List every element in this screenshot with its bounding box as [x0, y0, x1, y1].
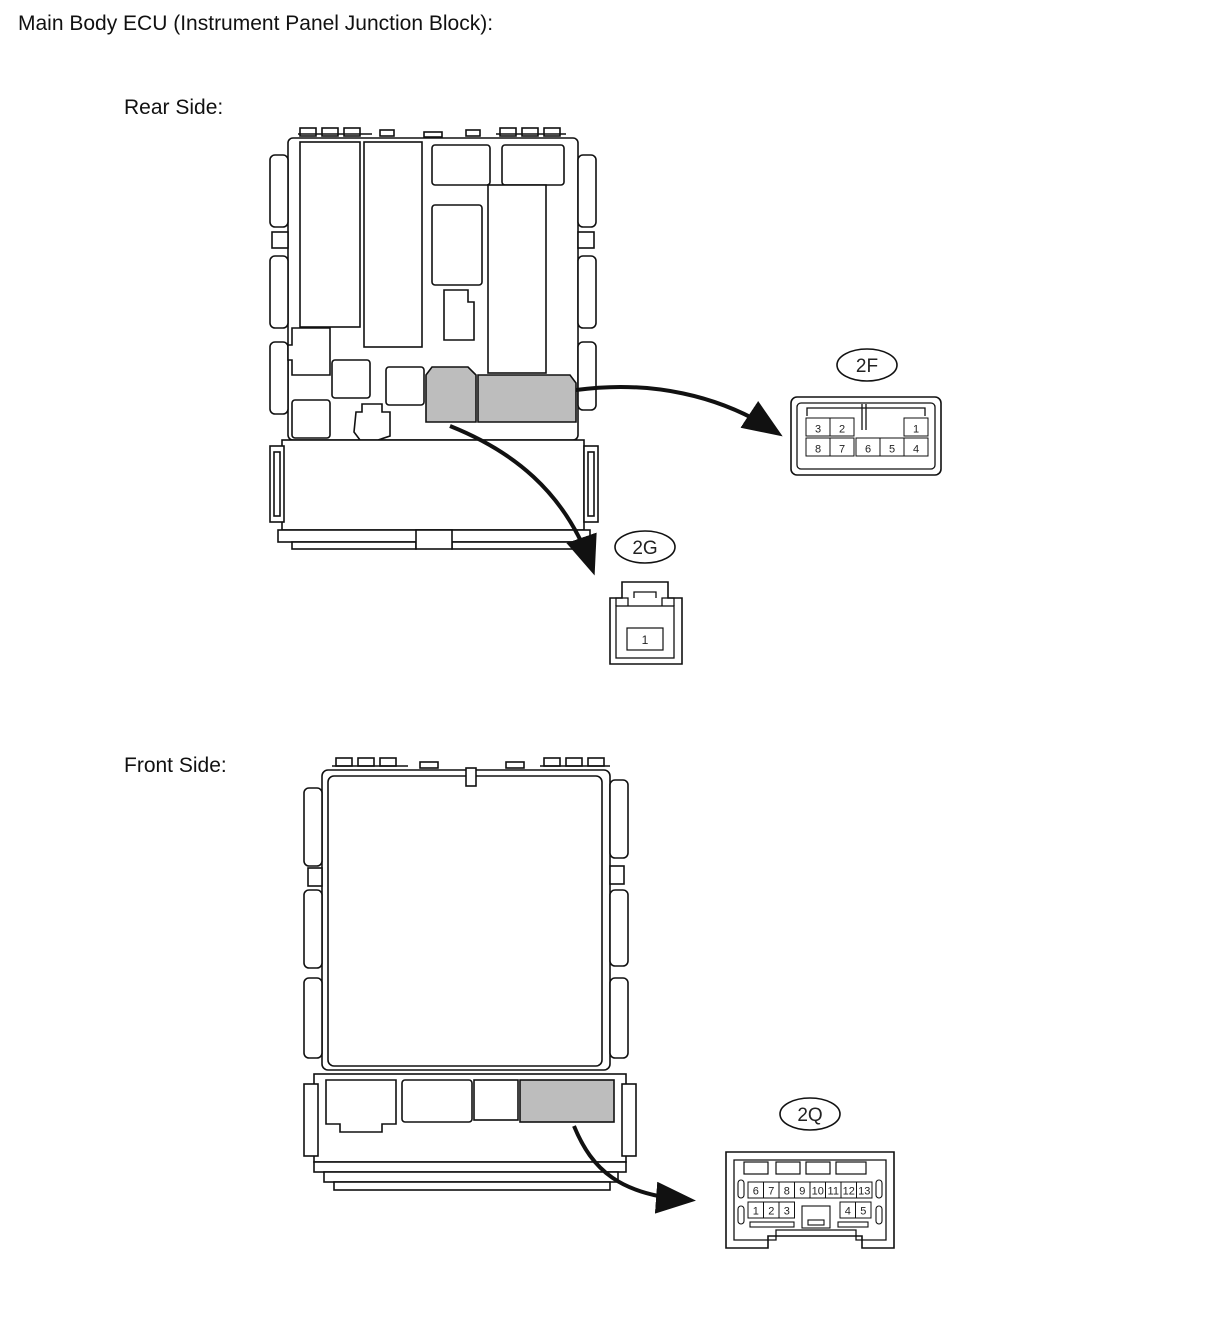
pin-2q-1: 1 — [753, 1206, 759, 1218]
pin-2f-2-cell — [829, 417, 855, 437]
page-title: Main Body ECU (Instrument Panel Junction… — [18, 12, 494, 35]
connector-2f: 2F 3 2 1 8 7 6 5 4 — [790, 348, 942, 476]
arrow-to-2q — [572, 1125, 696, 1214]
pin-2f-7: 7 — [839, 444, 845, 456]
connector-2q-code: 2Q — [797, 1105, 822, 1126]
connector-2f-code: 2F — [856, 356, 878, 377]
pin-2f-4: 4 — [913, 444, 919, 456]
pin-2f-4-cell — [903, 437, 929, 457]
pin-2f-6: 6 — [865, 444, 871, 456]
pin-2q-5-cell — [855, 1201, 872, 1219]
pin-2q-13-cell — [856, 1181, 873, 1199]
pin-2q-3-cell — [778, 1201, 795, 1219]
pin-2q-5: 5 — [860, 1206, 866, 1218]
arrow-to-2g — [449, 424, 597, 576]
pin-2f-7-cell — [829, 437, 855, 457]
pin-2q-13: 13 — [858, 1186, 870, 1198]
rear-side-label: Rear Side: — [124, 96, 224, 119]
pin-2q-8: 8 — [784, 1186, 790, 1198]
connector-2g: 2G 1 — [609, 530, 683, 665]
pin-2q-7: 7 — [768, 1186, 774, 1198]
connector-2g-code: 2G — [632, 538, 657, 559]
pin-2f-5: 5 — [889, 444, 895, 456]
pin-2q-10: 10 — [812, 1186, 824, 1198]
pin-2q-9: 9 — [799, 1186, 805, 1198]
front-side-label: Front Side: — [124, 754, 227, 777]
pin-2q-2: 2 — [768, 1206, 774, 1218]
pin-2q-11: 11 — [828, 1186, 839, 1198]
pin-2q-3: 3 — [784, 1206, 790, 1218]
pin-2q-6: 6 — [753, 1186, 759, 1198]
front-ecu-body — [303, 757, 637, 1191]
arrow-to-2f — [575, 384, 783, 437]
connector-2g-pin: 1 — [642, 633, 649, 647]
pin-2f-1: 1 — [913, 424, 919, 436]
rear-ecu-body — [269, 127, 599, 550]
pin-2q-4: 4 — [845, 1206, 851, 1218]
pin-2f-3: 3 — [815, 424, 821, 436]
pin-2q-12: 12 — [843, 1186, 855, 1198]
pin-2f-2: 2 — [839, 424, 845, 436]
pin-2f-8: 8 — [815, 444, 821, 456]
pin-2f-1-cell — [903, 417, 929, 437]
